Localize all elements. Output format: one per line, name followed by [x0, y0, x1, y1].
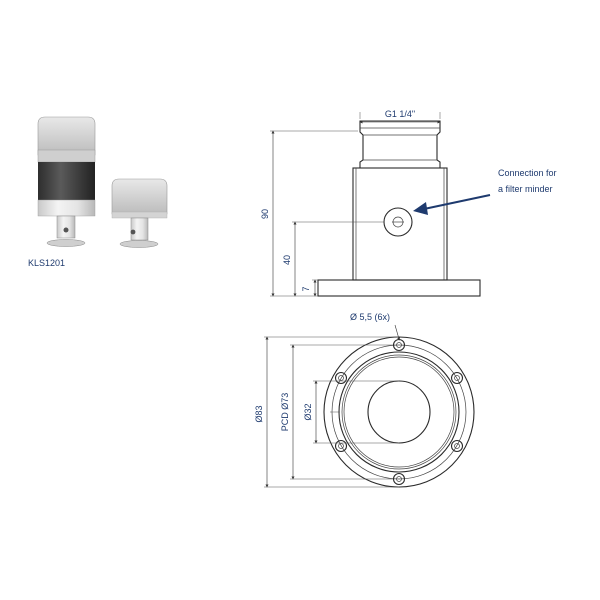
mounting-hole	[450, 439, 464, 453]
callout-line-2: a filter minder	[498, 184, 553, 194]
height-dimension-7	[312, 279, 318, 297]
height-90-label: 90	[260, 209, 270, 219]
height-dimension-40	[292, 221, 384, 297]
pcd-label: PCD Ø73	[280, 393, 290, 432]
height-dimension-90	[270, 130, 358, 297]
top-view	[323, 336, 475, 488]
callout-line-1: Connection for	[498, 168, 557, 178]
mounting-hole	[334, 371, 348, 385]
pcd-dimension	[290, 344, 393, 480]
mounting-holes	[334, 338, 464, 486]
thread-dimension	[359, 112, 441, 124]
outer-diameter-label: Ø83	[254, 405, 264, 422]
mounting-hole	[334, 439, 348, 453]
thread-size-label: G1 1/4"	[385, 109, 415, 119]
holes-leader	[394, 324, 401, 341]
mounting-hole	[450, 371, 464, 385]
side-view	[317, 120, 481, 297]
callout-arrow	[413, 194, 491, 215]
mounting-hole	[392, 472, 406, 486]
model-label: KLS1201	[28, 258, 65, 268]
outer-diameter-dimension	[264, 336, 399, 488]
height-40-label: 40	[282, 255, 292, 265]
product-photo-small	[111, 178, 168, 248]
bore-dimension	[313, 380, 399, 444]
bore-diameter-label: Ø32	[303, 403, 313, 420]
holes-label: Ø 5,5 (6x)	[350, 312, 390, 322]
height-7-label: 7	[301, 286, 311, 291]
product-photo-large	[37, 116, 96, 247]
